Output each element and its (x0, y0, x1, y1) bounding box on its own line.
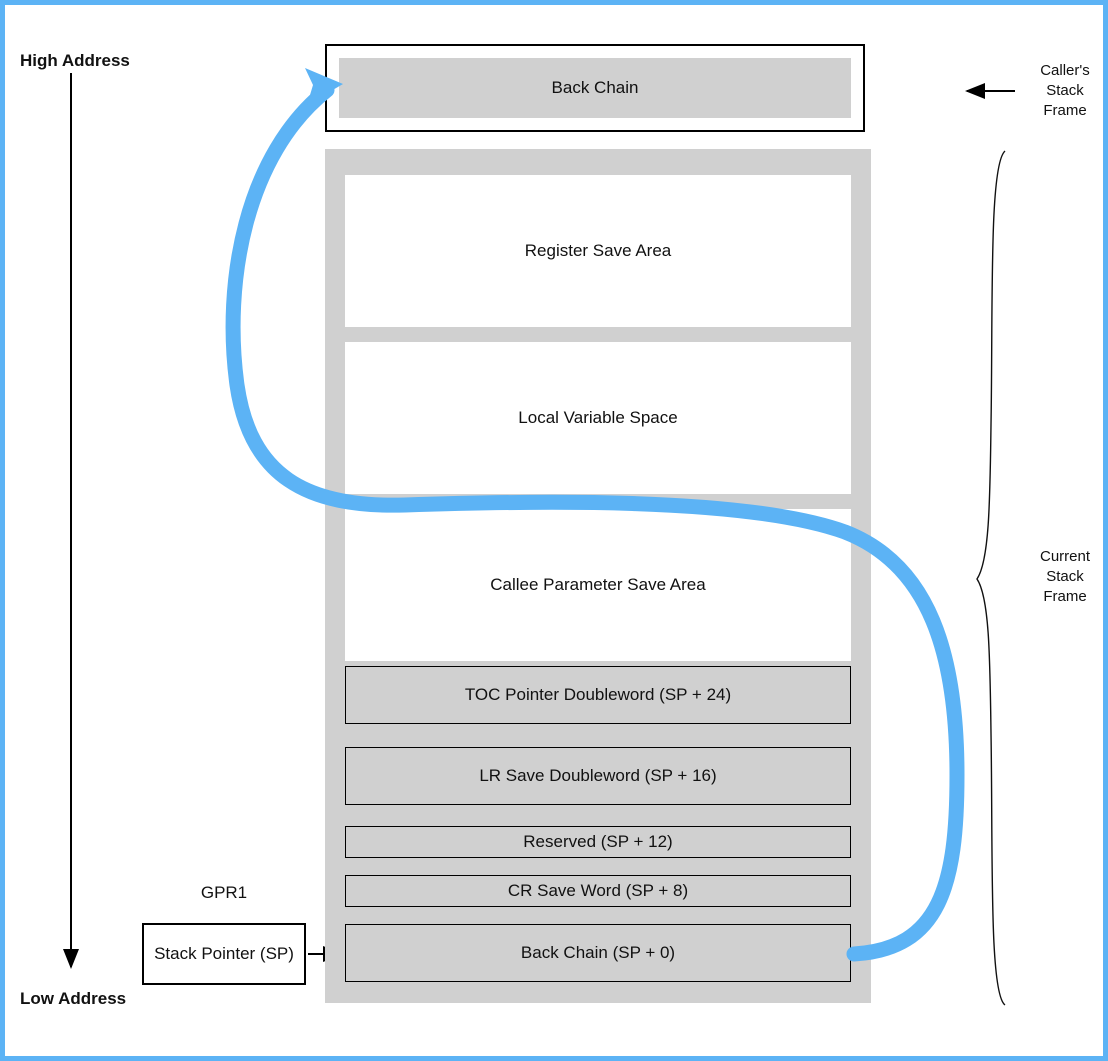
callers-label-line-3: Frame (1043, 102, 1087, 119)
gpr1-label: GPR1 (200, 883, 248, 902)
callers-stack-frame: Back Chain (325, 44, 865, 132)
callers-label-line-1: Caller's (1040, 62, 1090, 79)
current-label-line-2: Stack (1046, 568, 1084, 585)
slot-toc-pointer-doubleword: TOC Pointer Doubleword (SP + 24) (345, 666, 851, 724)
low-address-label: Low Address (20, 989, 127, 1008)
diagram-canvas: Back Chain Register Save Area Local Vari… (5, 5, 1103, 1056)
slot-cr-save-word: CR Save Word (SP + 8) (345, 875, 851, 907)
callers-label-line-2: Stack (1046, 82, 1084, 99)
slot-register-save-area: Register Save Area (345, 175, 851, 327)
slot-local-variable-space: Local Variable Space (345, 342, 851, 494)
slot-lr-save-doubleword: LR Save Doubleword (SP + 16) (345, 747, 851, 805)
stack-pointer-box: Stack Pointer (SP) (142, 923, 306, 985)
current-frame-brace (976, 150, 1006, 1006)
slot-reserved: Reserved (SP + 12) (345, 826, 851, 858)
current-stack-frame-label: Current Stack Frame (1027, 547, 1103, 607)
current-label-line-3: Frame (1043, 588, 1087, 605)
current-stack-frame: Register Save Area Local Variable Space … (325, 149, 871, 1003)
current-label-line-1: Current (1039, 548, 1091, 565)
high-address-label: High Address (20, 51, 130, 70)
slot-back-chain-caller: Back Chain (339, 58, 851, 118)
slot-callee-parameter-save-area: Callee Parameter Save Area (345, 509, 851, 661)
callers-stack-frame-label: Caller's Stack Frame (1027, 61, 1103, 121)
slot-back-chain-current: Back Chain (SP + 0) (345, 924, 851, 982)
